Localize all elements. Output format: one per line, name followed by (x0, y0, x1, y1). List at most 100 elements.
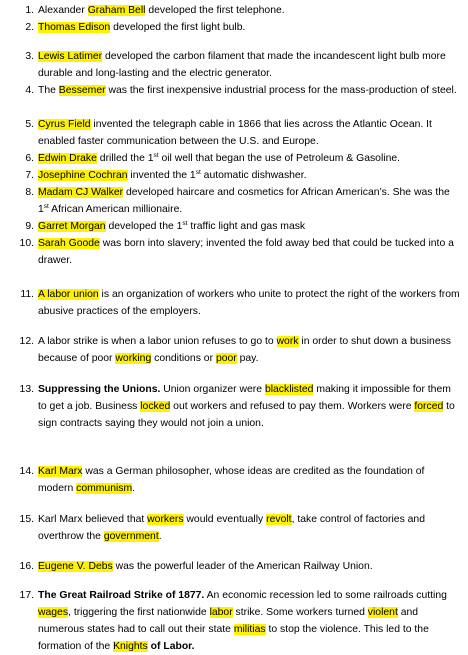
ordinal-suffix: st (182, 220, 188, 227)
item-text: Lewis Latimer developed the carbon filam… (38, 48, 462, 82)
text-run: strike. Some workers turned (232, 607, 368, 618)
item-text: A labor union is an organization of work… (38, 286, 462, 320)
item-text: Sarah Goode was born into slavery; inven… (38, 235, 462, 269)
text-run: was the powerful leader of the American … (112, 561, 373, 572)
text-run: The (38, 85, 59, 96)
text-run: invented the telegraph cable in 1866 tha… (38, 119, 432, 147)
item-number: 16. (19, 561, 34, 572)
item-text: Karl Marx believed that workers would ev… (38, 511, 462, 545)
item-number: 1. (25, 5, 34, 16)
text-run: developed the carbon filament that made … (38, 51, 446, 79)
item-text: The Bessemer was the first inexpensive i… (38, 82, 462, 99)
item-text: Cyrus Field invented the telegraph cable… (38, 116, 462, 150)
text-run: invented the 1 (127, 170, 196, 181)
item-number: 2. (25, 22, 34, 33)
item-text: Thomas Edison developed the first light … (38, 19, 462, 36)
text-run: to stop the violence. This led to the fo… (38, 624, 429, 652)
item-number: 8. (25, 187, 34, 198)
text-run: would eventually (183, 514, 267, 525)
highlighted-term: Bessemer (58, 85, 106, 96)
highlighted-term: locked (140, 401, 171, 412)
highlighted-term: government (103, 531, 159, 542)
bold-text: The Great Railroad Strike of 1877. (38, 590, 205, 601)
text-run: traffic light and gas mask (187, 221, 306, 232)
text-run: An economic recession led to some railro… (204, 590, 447, 601)
text-run: automatic dishwasher. (200, 170, 307, 181)
highlighted-term: Edwin Drake (38, 153, 97, 164)
highlighted-term: Madam CJ Walker (38, 187, 124, 198)
item-number: 17. (19, 590, 34, 601)
text-run: out workers and refused to pay them. Wor… (170, 401, 415, 412)
item-number: 11. (20, 289, 34, 300)
highlighted-term: violent (367, 607, 398, 618)
highlighted-term: militias (233, 624, 266, 635)
highlighted-term: workers (147, 514, 184, 525)
highlighted-term: blacklisted (264, 384, 314, 395)
item-text: Josephine Cochran invented the 1st autom… (38, 167, 462, 184)
highlighted-term: working (115, 353, 152, 364)
text-run: drilled the 1 (96, 153, 154, 164)
item-text: A labor strike is when a labor union ref… (38, 333, 462, 367)
text-run: conditions or (151, 353, 216, 364)
text-run: . (132, 483, 136, 494)
text-run: developed the first telephone. (145, 5, 285, 16)
item-text: Madam CJ Walker developed haircare and c… (38, 184, 462, 218)
highlighted-term: Cyrus Field (38, 119, 91, 130)
item-number: 10. (19, 238, 34, 249)
item-text: Garret Morgan developed the 1st traffic … (38, 218, 462, 235)
item-number: 12. (19, 336, 34, 347)
text-run: developed the first light bulb. (110, 22, 246, 33)
text-run: Alexander (38, 5, 88, 16)
text-run: and numerous states had to call out thei… (38, 607, 419, 635)
item-number: 3. (25, 51, 34, 62)
item-text: The Great Railroad Strike of 1877. An ec… (38, 587, 462, 655)
highlighted-term: A labor union (38, 289, 99, 300)
highlighted-term: labor (209, 607, 233, 618)
item-text: Karl Marx was a German philosopher, whos… (38, 463, 462, 497)
text-run: . (158, 531, 162, 542)
ordinal-suffix: st (153, 152, 159, 159)
item-text: Alexander Graham Bell developed the firs… (38, 2, 462, 19)
text-run: , take control of factories and overthro… (38, 514, 425, 542)
highlighted-term: poor (215, 353, 237, 364)
highlighted-term: Lewis Latimer (38, 51, 103, 62)
text-run: A labor strike is when a labor union ref… (38, 336, 277, 347)
text-run: Union organizer were (160, 384, 265, 395)
highlighted-term: revolt (266, 514, 292, 525)
item-number: 14. (19, 466, 34, 477)
highlighted-term: Josephine Cochran (38, 170, 128, 181)
highlighted-term: work (276, 336, 299, 347)
item-number: 5. (25, 119, 34, 130)
text-run: oil well that began the use of Petroleum… (158, 153, 401, 164)
highlighted-term: Knights (113, 641, 148, 652)
text-run: developed haircare and cosmetics for Afr… (38, 187, 450, 215)
item-text: Edwin Drake drilled the 1st oil well tha… (38, 150, 462, 167)
text-run: , triggering the first nationwide (68, 607, 210, 618)
highlighted-term: wages (38, 607, 69, 618)
item-text: Eugene V. Debs was the powerful leader o… (38, 558, 462, 575)
item-number: 6. (25, 153, 34, 164)
item-number: 4. (25, 85, 34, 96)
highlighted-term: Thomas Edison (38, 22, 111, 33)
bold-text: of Labor. (147, 641, 195, 652)
highlighted-term: Eugene V. Debs (38, 561, 113, 572)
item-number: 9. (25, 221, 34, 232)
text-run: is an organization of workers who unite … (38, 289, 460, 317)
text-run: was the first inexpensive industrial pro… (105, 85, 457, 96)
item-number: 13. (19, 384, 34, 395)
text-run: was a German philosopher, whose ideas ar… (38, 466, 425, 494)
item-number: 15. (19, 514, 34, 525)
text-run: in order to shut down a business because… (38, 336, 451, 364)
text-run: Karl Marx believed that (38, 514, 148, 525)
ordinal-suffix: st (195, 169, 201, 176)
highlighted-term: Sarah Goode (38, 238, 100, 249)
item-text: Suppressing the Unions. Union organizer … (38, 381, 462, 432)
item-number: 7. (25, 170, 34, 181)
text-run: pay. (236, 353, 259, 364)
text-run: developed the 1 (105, 221, 183, 232)
text-run: was born into slavery; invented the fold… (38, 238, 454, 266)
highlighted-term: communism (76, 483, 133, 494)
highlighted-term: forced (414, 401, 444, 412)
bold-text: Suppressing the Unions. (38, 384, 161, 395)
text-run: making it impossible for them to get a j… (38, 384, 451, 412)
